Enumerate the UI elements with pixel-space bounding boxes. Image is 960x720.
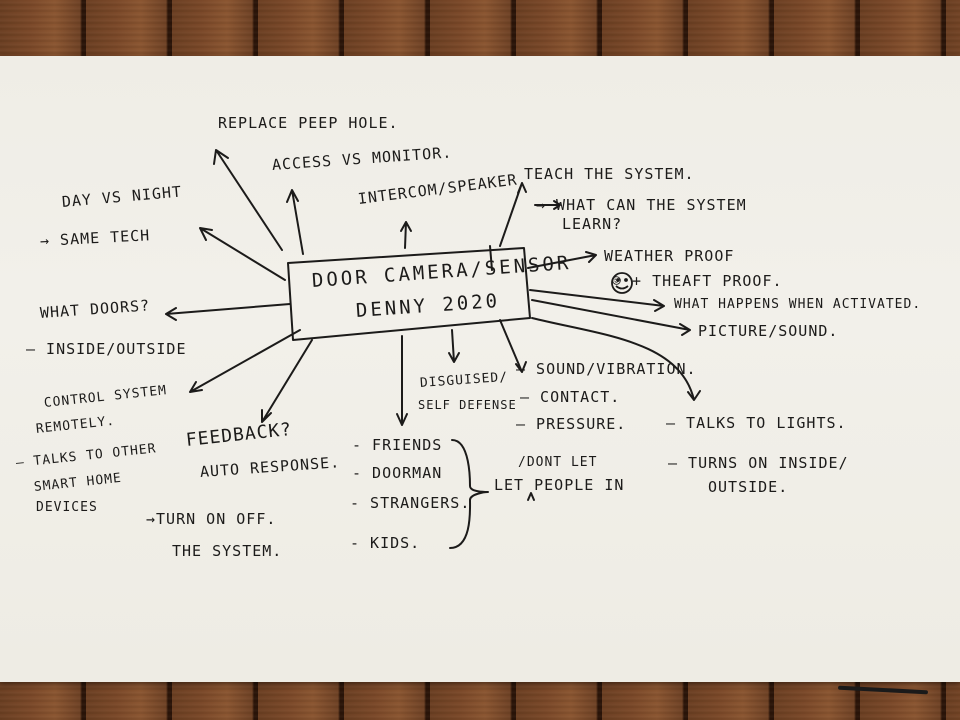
paper-sheet xyxy=(0,56,960,682)
note-turn-on-off: →TURN ON OFF. xyxy=(146,510,277,528)
note-what-happens: WHAT HAPPENS WHEN ACTIVATED. xyxy=(674,297,922,312)
arrow-weather xyxy=(527,251,597,269)
note-pressure: — PRESSURE. xyxy=(516,415,627,433)
note-friends: - FRIENDS xyxy=(352,436,443,454)
arrow-disguised xyxy=(448,329,460,363)
arrow-replace-peep-hole xyxy=(213,149,283,251)
list-brace xyxy=(449,439,489,549)
arrow-picture-sound xyxy=(531,299,691,336)
caret-mark xyxy=(527,492,535,501)
arrow-access-monitor xyxy=(286,189,304,255)
arrow-sound xyxy=(499,319,527,373)
note-contact: — CONTACT. xyxy=(520,388,621,406)
arrow-feedback xyxy=(261,339,313,423)
note-the-system: THE SYSTEM. xyxy=(172,542,283,560)
arrow-teach xyxy=(499,182,527,247)
note-sound-vibration: — SOUND/VIBRATION. xyxy=(516,360,697,378)
arrow-what-doors xyxy=(165,303,291,321)
arrow-lights xyxy=(531,317,701,401)
note-inside-outside: — INSIDE/OUTSIDE xyxy=(26,340,187,358)
note-strangers: - STRANGERS. xyxy=(350,494,471,512)
note-outside: OUTSIDE. xyxy=(708,478,789,496)
arrow-intercom xyxy=(400,221,412,249)
note-teach-system: TEACH THE SYSTEM. xyxy=(524,165,695,183)
note-learn: LEARN? xyxy=(562,215,623,233)
note-replace-peep-hole: REPLACE PEEP HOLE. xyxy=(218,114,399,132)
note-theft-proof: ☺ + THEAFT PROOF. xyxy=(612,272,783,290)
note-self-defense: SELF DEFENSE xyxy=(418,398,517,412)
note-devices: DEVICES xyxy=(36,500,98,515)
note-what-can-learn: → WHAT CAN THE SYSTEM xyxy=(536,196,747,214)
arrow-day-night xyxy=(199,227,286,281)
note-kids: - KIDS. xyxy=(350,534,421,552)
note-let-people-in: LET PEOPLE IN xyxy=(494,476,625,494)
arrow-what-happens xyxy=(529,289,665,312)
note-weather-proof: WEATHER PROOF xyxy=(604,247,735,265)
smiley-icon xyxy=(611,272,633,294)
arrow-friends xyxy=(396,335,408,426)
note-dont-let: /DONT LET xyxy=(518,455,598,470)
note-picture-sound: PICTURE/SOUND. xyxy=(698,322,839,340)
note-doorman: - DOORMAN xyxy=(352,464,443,482)
arrow-control xyxy=(189,329,301,393)
center-divider xyxy=(489,245,493,271)
center-box xyxy=(287,247,531,341)
note-turns-on: — TURNS ON INSIDE/ xyxy=(668,454,849,472)
note-talks-lights: — TALKS TO LIGHTS. xyxy=(666,414,847,432)
learn-arrow xyxy=(534,200,561,210)
